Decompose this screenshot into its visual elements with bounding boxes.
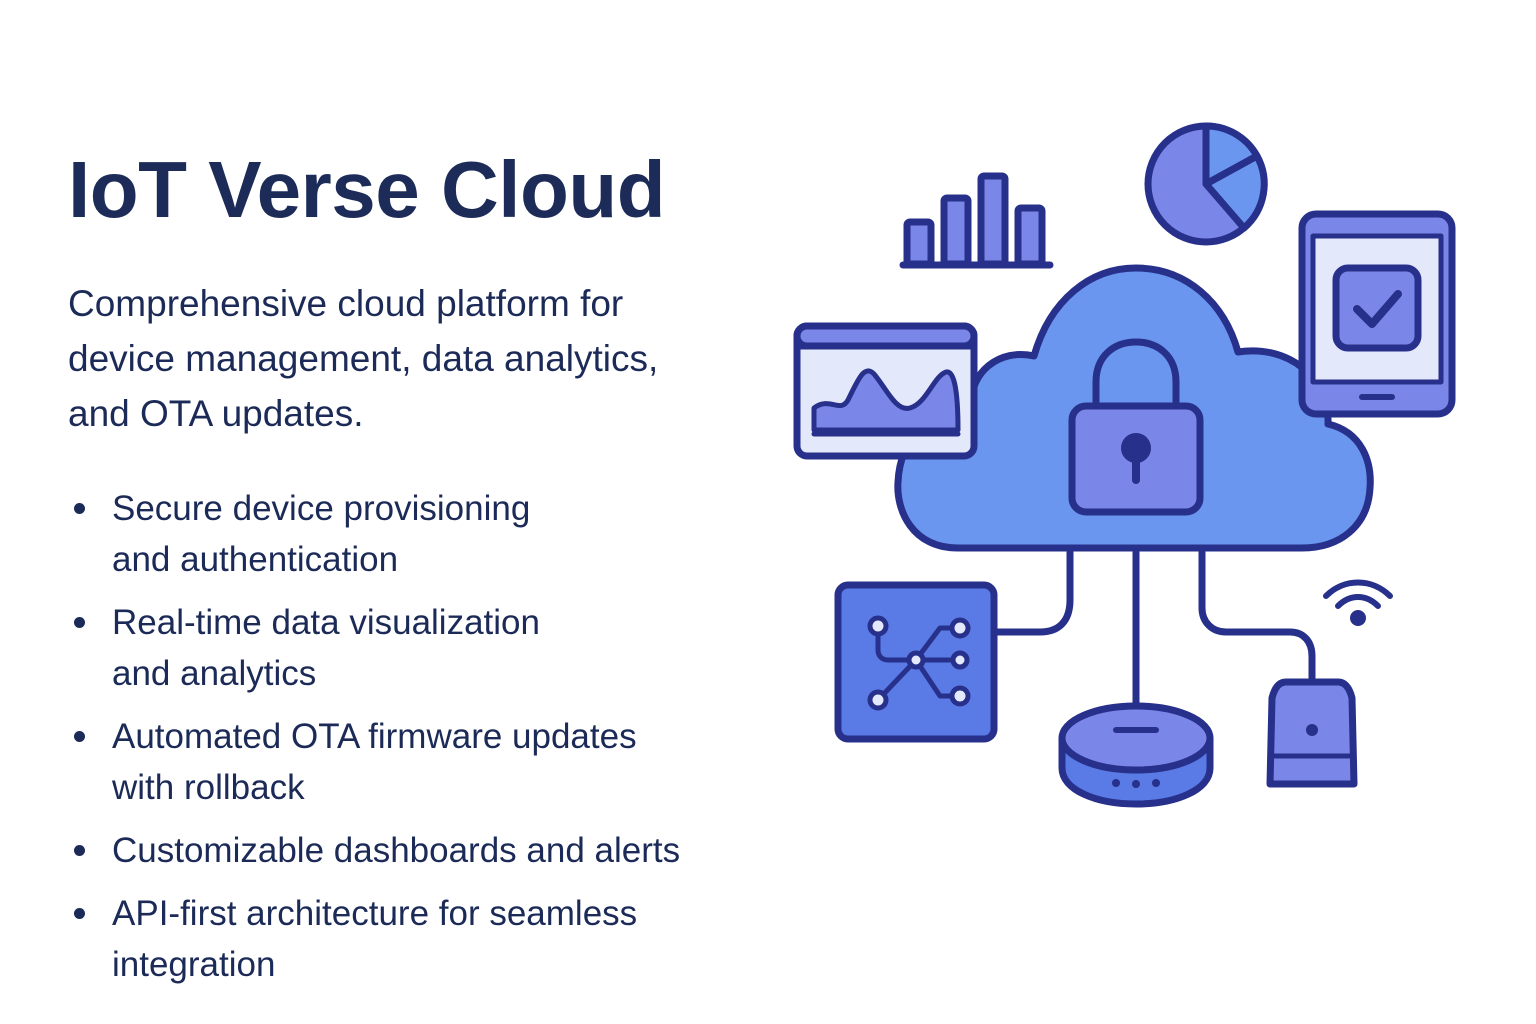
sensor-device-icon bbox=[1266, 678, 1358, 788]
bullet-icon bbox=[74, 617, 85, 628]
bullet-icon bbox=[74, 503, 85, 514]
feature-text: Customizable dashboards and alerts bbox=[112, 831, 681, 870]
subtitle-line: Comprehensive cloud platform for bbox=[68, 283, 624, 324]
bullet-icon bbox=[74, 731, 85, 742]
feature-text: and authentication bbox=[112, 540, 399, 579]
feature-item: API-first architecture for seamless inte… bbox=[68, 888, 758, 990]
subtitle: Comprehensive cloud platform for device … bbox=[68, 276, 748, 441]
wifi-icon bbox=[1323, 579, 1393, 626]
hub-device-icon bbox=[1058, 702, 1214, 808]
pie-chart-icon bbox=[1144, 122, 1268, 246]
bullet-icon bbox=[74, 908, 85, 919]
feature-text: with rollback bbox=[112, 768, 305, 807]
feature-text: API-first architecture for seamless bbox=[112, 894, 638, 933]
feature-list: Secure device provisioning and authentic… bbox=[68, 483, 758, 990]
feature-text: Secure device provisioning bbox=[112, 489, 531, 528]
feature-text: Automated OTA firmware updates bbox=[112, 717, 637, 756]
feature-item: Real-time data visualization and analyti… bbox=[68, 597, 758, 699]
padlock-icon bbox=[1068, 338, 1204, 516]
feature-text: Real-time data visualization bbox=[112, 603, 540, 642]
subtitle-line: device management, data analytics, bbox=[68, 338, 659, 379]
feature-item: Secure device provisioning and authentic… bbox=[68, 483, 758, 585]
bullet-icon bbox=[74, 845, 85, 856]
feature-text: and analytics bbox=[112, 654, 317, 693]
text-column: IoT Verse Cloud Comprehensive cloud plat… bbox=[68, 140, 758, 1002]
circuit-board-icon bbox=[834, 581, 998, 743]
feature-item: Automated OTA firmware updates with roll… bbox=[68, 711, 758, 813]
tablet-check-icon bbox=[1298, 210, 1456, 418]
feature-item: Customizable dashboards and alerts bbox=[68, 825, 758, 876]
line-chart-window-icon bbox=[793, 322, 978, 460]
feature-text: integration bbox=[112, 945, 276, 984]
subtitle-line: and OTA updates. bbox=[68, 393, 364, 434]
bar-chart-icon bbox=[899, 172, 1054, 269]
network-connectors bbox=[992, 548, 1316, 710]
page-title: IoT Verse Cloud bbox=[68, 145, 666, 234]
